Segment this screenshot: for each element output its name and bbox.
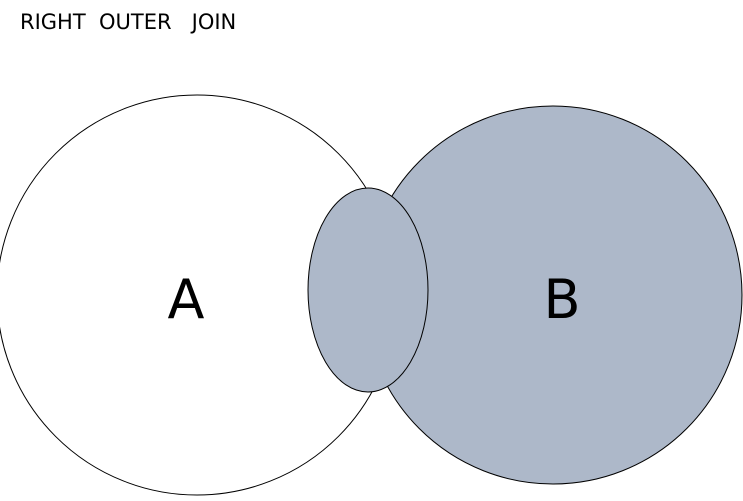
diagram-title: RIGHT OUTER JOIN [20,10,237,34]
set-b-label: B [543,268,580,331]
intersection-region [307,187,429,393]
set-a-label: A [168,268,205,331]
